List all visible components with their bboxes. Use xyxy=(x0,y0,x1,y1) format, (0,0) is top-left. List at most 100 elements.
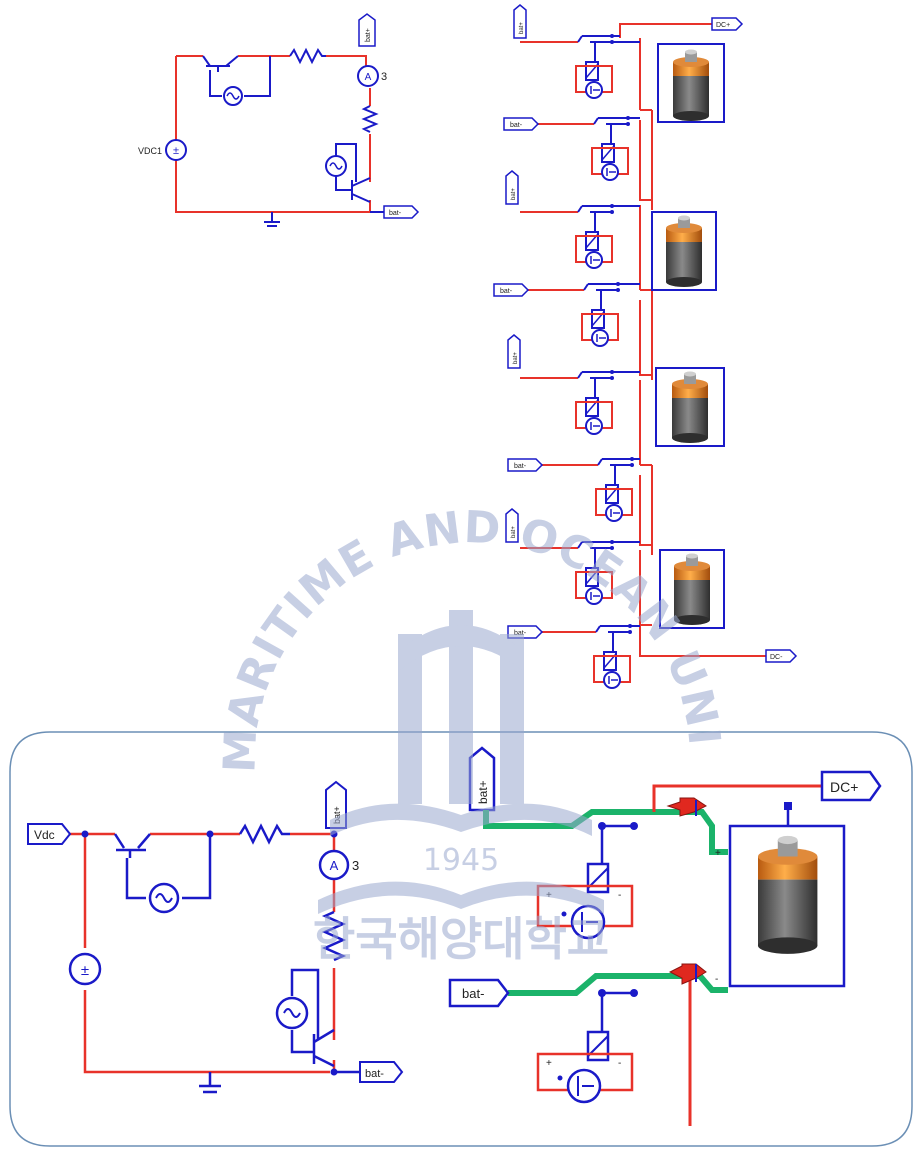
svg-text:+: + xyxy=(715,848,721,859)
svg-text:Vdc: Vdc xyxy=(34,828,55,842)
current-arrow-icon xyxy=(666,797,707,817)
switch-cell xyxy=(519,203,615,269)
ammeter-number: 3 xyxy=(381,71,387,83)
switch-cell xyxy=(537,623,633,689)
port-vdc: Vdc xyxy=(27,823,72,845)
port-bat-minus: bat- xyxy=(493,283,530,297)
svg-text:A: A xyxy=(330,858,339,873)
battery-module-large: + - xyxy=(715,802,846,988)
switch-cell xyxy=(539,456,635,522)
ac-source-icon xyxy=(223,86,243,106)
port-bat-minus: bat- xyxy=(507,458,544,472)
port-bat-minus: bat- xyxy=(359,1061,404,1083)
wire xyxy=(290,1030,314,1054)
wire xyxy=(290,832,336,850)
switch-cell xyxy=(525,281,621,347)
battery-module xyxy=(651,211,717,291)
source-label: VDC1 xyxy=(138,146,162,156)
transistor-icon xyxy=(351,177,371,203)
detail-callout: Vdc A 3 bat+ ± xyxy=(9,731,913,1147)
watermark-arc-text: KOREA MARITIME AND OCEAN UNIVERSITY xyxy=(0,0,729,774)
resistor-icon xyxy=(321,910,347,962)
wire xyxy=(639,475,652,546)
callout-frame xyxy=(9,731,913,1147)
svg-text:bat-: bat- xyxy=(500,288,513,295)
svg-text:+: + xyxy=(546,1058,552,1069)
ammeter-icon: A xyxy=(357,65,379,87)
svg-text:bat+: bat+ xyxy=(519,22,525,34)
svg-text:±: ± xyxy=(173,145,179,157)
svg-text:bat-: bat- xyxy=(514,630,527,637)
wire xyxy=(639,625,766,657)
ac-source-icon xyxy=(325,155,347,177)
svg-text:-: - xyxy=(618,1058,621,1069)
wire xyxy=(619,23,712,38)
wire xyxy=(639,300,652,376)
svg-text:-: - xyxy=(715,974,718,985)
wire-green xyxy=(483,809,728,855)
wire xyxy=(83,990,330,1074)
svg-text:bat+: bat+ xyxy=(513,352,519,364)
transistor-icon xyxy=(202,55,239,72)
battery-module xyxy=(655,367,725,447)
transistor-icon xyxy=(312,1028,335,1068)
current-arrow-icon xyxy=(668,963,707,985)
top-left-circuit: A 3 ± VDC1 bat+ xyxy=(138,13,420,227)
ground-icon xyxy=(264,212,280,227)
port-bat-plus-large: bat+ xyxy=(468,746,496,812)
battery-module xyxy=(659,549,725,629)
ground-icon xyxy=(199,1072,221,1094)
watermark-korean: 한국해양대학교 xyxy=(313,912,609,966)
watermark-year: 1945 xyxy=(423,843,499,878)
port-bat-minus: bat- xyxy=(503,117,540,131)
wire xyxy=(182,834,212,900)
svg-text:bat+: bat+ xyxy=(511,526,517,538)
battery-string: bat+ bat- bat+ bat- bat+ bat- bat+ bat- xyxy=(493,4,798,689)
svg-text:bat-: bat- xyxy=(365,1068,384,1080)
battery-module xyxy=(657,43,725,123)
transistor-icon xyxy=(113,833,151,858)
resistor-icon xyxy=(289,47,326,65)
port-bat-plus: bat+ xyxy=(358,13,376,47)
svg-text:A: A xyxy=(365,72,372,83)
wire xyxy=(326,55,367,66)
relay-mosfet-cell: + - xyxy=(536,826,634,940)
svg-text:bat-: bat- xyxy=(462,986,484,1001)
wire xyxy=(335,143,357,182)
svg-text:bat-: bat- xyxy=(389,210,402,217)
svg-text:bat+: bat+ xyxy=(476,780,490,804)
ammeter-icon: A xyxy=(318,849,350,881)
svg-text:bat-: bat- xyxy=(514,463,527,470)
port-bat-minus: bat- xyxy=(383,205,420,219)
resistor-icon xyxy=(361,105,379,133)
watermark-emblem-icon xyxy=(318,610,604,914)
wire xyxy=(209,70,222,97)
relay-mosfet-cell: + - xyxy=(536,993,634,1104)
svg-text:bat+: bat+ xyxy=(332,806,342,824)
switch-cell xyxy=(535,115,631,181)
wire xyxy=(335,176,352,191)
wire xyxy=(639,120,652,201)
wire xyxy=(652,784,822,812)
ac-source-icon xyxy=(148,882,180,914)
svg-text:bat+: bat+ xyxy=(511,188,517,200)
port-dc-plus: DC+ xyxy=(820,770,882,802)
svg-text:-: - xyxy=(618,890,621,901)
switch-cell xyxy=(519,33,615,99)
switch-cell xyxy=(519,369,615,435)
dc-source-icon: ± xyxy=(68,952,102,986)
svg-text:bat+: bat+ xyxy=(365,28,372,42)
dc-source-icon: ± xyxy=(165,139,187,161)
svg-text:DC+: DC+ xyxy=(716,22,730,29)
port-dc-plus: DC+ xyxy=(711,17,744,31)
wire xyxy=(290,968,320,1040)
wire xyxy=(244,56,271,97)
svg-text:DC+: DC+ xyxy=(830,779,858,795)
ammeter-number: 3 xyxy=(352,858,359,873)
svg-text:DC-: DC- xyxy=(770,654,783,661)
svg-text:±: ± xyxy=(81,962,89,979)
port-bat-plus: bat+ xyxy=(513,4,527,39)
wire-green xyxy=(508,973,728,996)
port-bat-plus: bat+ xyxy=(505,508,519,543)
port-bat-plus: bat+ xyxy=(507,334,521,369)
